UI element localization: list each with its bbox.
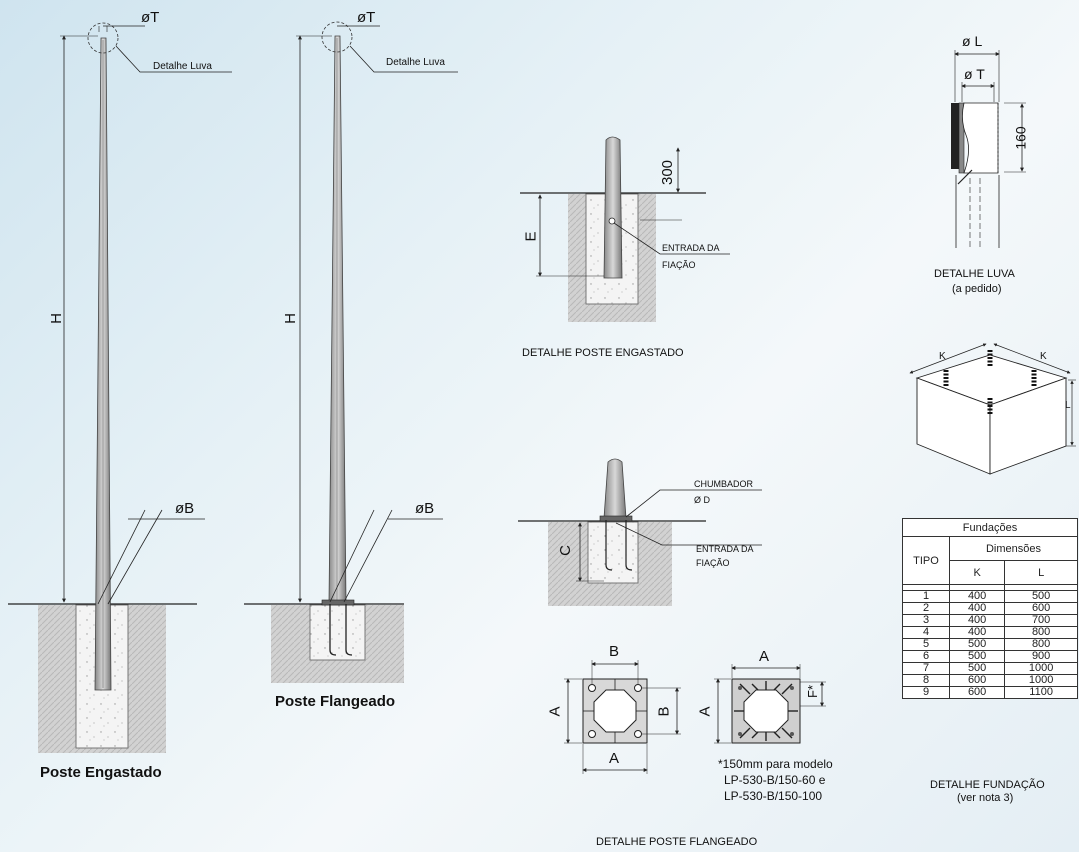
detalhe-flangeado-section bbox=[518, 458, 762, 606]
entrada-label-2: ENTRADA DA bbox=[696, 544, 754, 554]
k-label-left: K bbox=[939, 351, 946, 362]
luva-label-2: Detalhe Luva bbox=[386, 57, 445, 68]
dia-b-label-1: øB bbox=[175, 500, 195, 517]
entrada-label-1: ENTRADA DA bbox=[662, 243, 720, 253]
k-label-right: K bbox=[1040, 351, 1047, 362]
a-label-left-2: A bbox=[696, 706, 714, 717]
table-col-tipo: TIPO bbox=[902, 536, 950, 585]
poste-flangeado-caption: Poste Flangeado bbox=[275, 693, 396, 710]
detalhe-fundacao-caption: DETALHE FUNDAÇÃO bbox=[930, 779, 1045, 791]
a-pedido-caption: (a pedido) bbox=[952, 283, 1002, 295]
h-label-1: H bbox=[47, 313, 65, 324]
luva-label-1: Detalhe Luva bbox=[153, 61, 212, 72]
note-model-2: LP-530-B/150-100 bbox=[724, 789, 823, 803]
b-label-top: B bbox=[609, 643, 620, 660]
dim-300-label: 300 bbox=[659, 159, 677, 186]
a-label-bottom: A bbox=[609, 750, 620, 767]
dia-t-label-2: øT bbox=[357, 9, 376, 26]
dia-b-label-2: øB bbox=[415, 500, 435, 517]
ver-nota-caption: (ver nota 3) bbox=[957, 792, 1014, 804]
foundation-block bbox=[909, 343, 1076, 475]
f-star-label: F* bbox=[805, 685, 820, 698]
detalhe-luva-figure bbox=[951, 50, 1026, 248]
c-label: C bbox=[556, 545, 574, 556]
dim-160-label: 160 bbox=[1012, 126, 1029, 150]
phi-t-label: ø T bbox=[964, 66, 985, 82]
detalhe-engastado-caption: DETALHE POSTE ENGASTADO bbox=[522, 347, 684, 359]
table-col-l: L bbox=[1004, 560, 1078, 585]
a-label-top-2: A bbox=[759, 648, 770, 665]
table-col-k: K bbox=[948, 560, 1006, 585]
poste-engastado-figure bbox=[8, 22, 232, 753]
note-150: *150mm para modelo bbox=[718, 757, 833, 771]
detalhe-flangeado-caption: DETALHE POSTE FLANGEADO bbox=[596, 836, 758, 848]
phi-d-label: Ø D bbox=[694, 495, 711, 505]
flange-plate-1 bbox=[564, 660, 681, 774]
note-model-1: LP-530-B/150-60 e bbox=[724, 773, 826, 787]
phi-l-label: ø L bbox=[962, 33, 983, 49]
l-label-block: L bbox=[1065, 400, 1071, 411]
fiacao-label-2: FIAÇÃO bbox=[696, 558, 730, 568]
a-label-left-1: A bbox=[546, 706, 564, 717]
h-label-2: H bbox=[281, 313, 299, 324]
dia-t-label-1: øT bbox=[141, 9, 160, 26]
e-label: E bbox=[522, 231, 540, 242]
fiacao-label-1: FIAÇÃO bbox=[662, 260, 696, 270]
chumbador-label: CHUMBADOR bbox=[694, 479, 754, 489]
poste-engastado-caption: Poste Engastado bbox=[40, 764, 162, 781]
poste-flangeado-figure bbox=[244, 21, 458, 683]
table-title: Fundações bbox=[902, 518, 1078, 537]
detalhe-luva-caption: DETALHE LUVA bbox=[934, 268, 1015, 280]
detalhe-engastado-figure bbox=[520, 136, 730, 322]
flange-plate-2 bbox=[714, 664, 826, 744]
table-col-dim: Dimensões bbox=[949, 536, 1078, 561]
b-label-right: B bbox=[655, 706, 673, 717]
